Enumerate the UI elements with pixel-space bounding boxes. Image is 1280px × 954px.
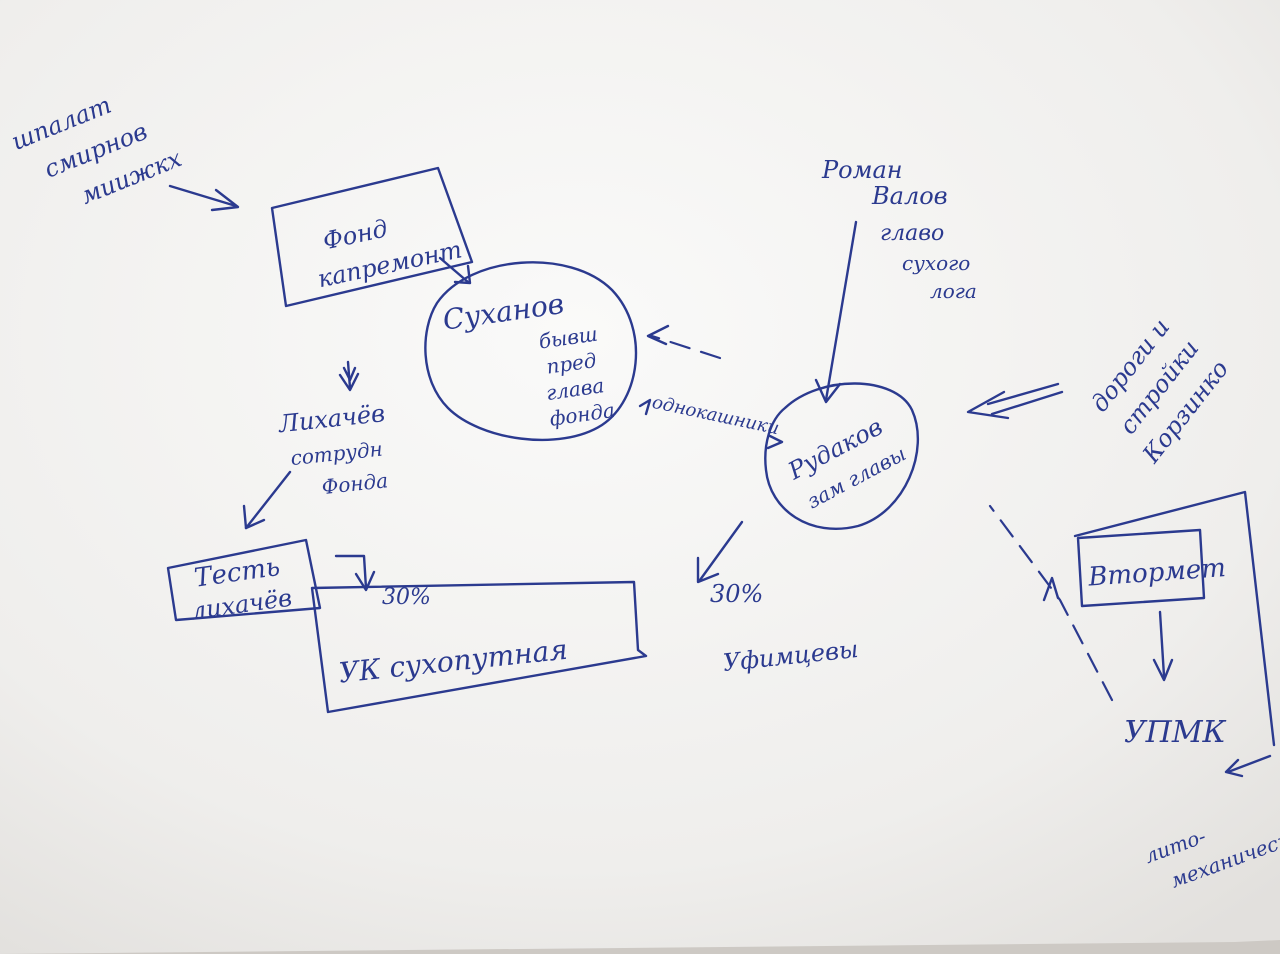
uk-box [310, 580, 648, 714]
pct-ufimtsev-label: 30% [710, 580, 763, 608]
arrow-bottom-to-upmk [1224, 754, 1272, 778]
arrow-roads-to-rudakov [966, 382, 1064, 420]
vtormet-box [1076, 528, 1206, 608]
test-likhachev-box [166, 538, 322, 622]
arrow-likhachev-to-test [242, 470, 292, 530]
valov-line-4: сухого [902, 251, 970, 275]
valov-line-3: главо [880, 221, 944, 246]
dashed-rudakov-to-sukhanov [646, 324, 722, 360]
fund-box [270, 166, 474, 308]
arrow-rudakov-to-ufimtsev [696, 520, 744, 584]
valov-line-2: Валов [871, 182, 948, 210]
pct-uk-label: 30% [382, 585, 431, 610]
arrow-valov-to-rudakov [814, 220, 858, 404]
rudakov-circle [764, 382, 920, 530]
sukhanov-circle [424, 261, 638, 442]
valov-line-5: лога [930, 279, 977, 303]
arrow-to-likhachev [338, 360, 360, 392]
right-bracket [1073, 490, 1276, 747]
dashed-upmk-to-rudakov [988, 504, 1114, 702]
upmk-text: УПМК [1124, 715, 1227, 750]
valov-line-1: Роман [821, 156, 903, 184]
arrow-fellow-students [638, 398, 784, 450]
arrow-vtormet-to-upmk [1152, 610, 1174, 682]
arrow-test-to-uk [334, 554, 376, 592]
roman-valov-label: Роман Валов главо сухого лога [821, 156, 977, 303]
arrow-source-to-fund [168, 184, 240, 212]
arrow-fund-to-sukhanov [438, 256, 472, 285]
